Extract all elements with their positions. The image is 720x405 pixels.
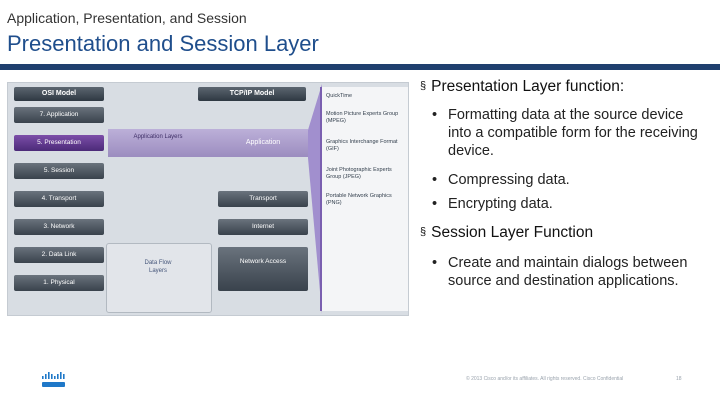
protocol-png: Portable Network Graphics (PNG) xyxy=(326,193,392,206)
osi-layer-7: 7. Application xyxy=(14,107,104,123)
protocol-quicktime: QuickTime xyxy=(326,93,353,99)
bullet-formatting-text: Formatting data at the source device int… xyxy=(448,107,698,159)
presentation-heading: § Presentation Layer function: xyxy=(420,78,624,96)
tcpip-model-header: TCP/IP Model xyxy=(198,87,306,101)
osi-layer-5: 5. Session xyxy=(14,163,104,179)
presentation-highlight-band xyxy=(108,129,308,157)
data-flow-layers-box xyxy=(106,243,212,313)
page-number: 18 xyxy=(676,376,682,382)
square-bullet-icon: § xyxy=(420,80,427,92)
cisco-logo-icon xyxy=(42,372,65,387)
title-divider-bar xyxy=(0,64,720,70)
square-bullet-icon: § xyxy=(420,226,427,238)
bullet-dialogs-text: Create and maintain dialogs between sour… xyxy=(448,255,688,289)
session-heading: § Session Layer Function xyxy=(420,224,593,242)
bullet-encrypting-text: Encrypting data. xyxy=(448,196,553,212)
tcpip-network-access-layer: Network Access xyxy=(218,247,308,291)
bullet-compressing-text: Compressing data. xyxy=(448,172,570,188)
copyright-footer: © 2013 Cisco and/or its affiliates. All … xyxy=(466,376,624,382)
session-heading-text: Session Layer Function xyxy=(431,224,594,241)
bullet-formatting: • Formatting data at the source device in… xyxy=(432,106,710,160)
application-layers-label: Application Layers xyxy=(133,134,183,140)
bullet-dialogs: • Create and maintain dialogs between sou… xyxy=(432,254,688,290)
osi-layer-3: 3. Network xyxy=(14,219,104,235)
presentation-heading-text: Presentation Layer function: xyxy=(431,78,625,95)
protocol-gif: Graphics Interchange Format (GIF) xyxy=(326,139,398,152)
protocol-jpeg: Joint Photographic Experts Group (JPEG) xyxy=(326,167,392,180)
tcpip-transport-layer: Transport xyxy=(218,191,308,207)
protocol-list-panel: QuickTime Motion Picture Experts Group (… xyxy=(320,87,408,311)
slide-subtitle: Application, Presentation, and Session xyxy=(7,10,247,26)
data-flow-layers-label: Data Flow Layers xyxy=(144,260,172,274)
expansion-wedge xyxy=(308,84,322,314)
osi-tcpip-diagram: OSI Model TCP/IP Model 7. Application 5.… xyxy=(7,82,409,316)
slide-title: Presentation and Session Layer xyxy=(7,31,319,56)
osi-layer-6: 5. Presentation xyxy=(14,135,104,151)
bullet-encrypting: • Encrypting data. xyxy=(432,195,710,213)
bullet-dot-icon: • xyxy=(432,172,438,188)
osi-layer-2: 2. Data Link xyxy=(14,247,104,263)
tcpip-internet-layer: Internet xyxy=(218,219,308,235)
bullet-compressing: • Compressing data. xyxy=(432,171,710,189)
osi-layer-4: 4. Transport xyxy=(14,191,104,207)
protocol-mpeg: Motion Picture Experts Group (MPEG) xyxy=(326,111,399,124)
bullet-dot-icon: • xyxy=(432,196,438,212)
bullet-dot-icon: • xyxy=(432,107,438,123)
osi-model-header: OSI Model xyxy=(14,87,104,101)
bullet-dot-icon: • xyxy=(432,255,438,271)
osi-layer-1: 1. Physical xyxy=(14,275,104,291)
tcpip-application-layer: Application xyxy=(245,139,281,146)
